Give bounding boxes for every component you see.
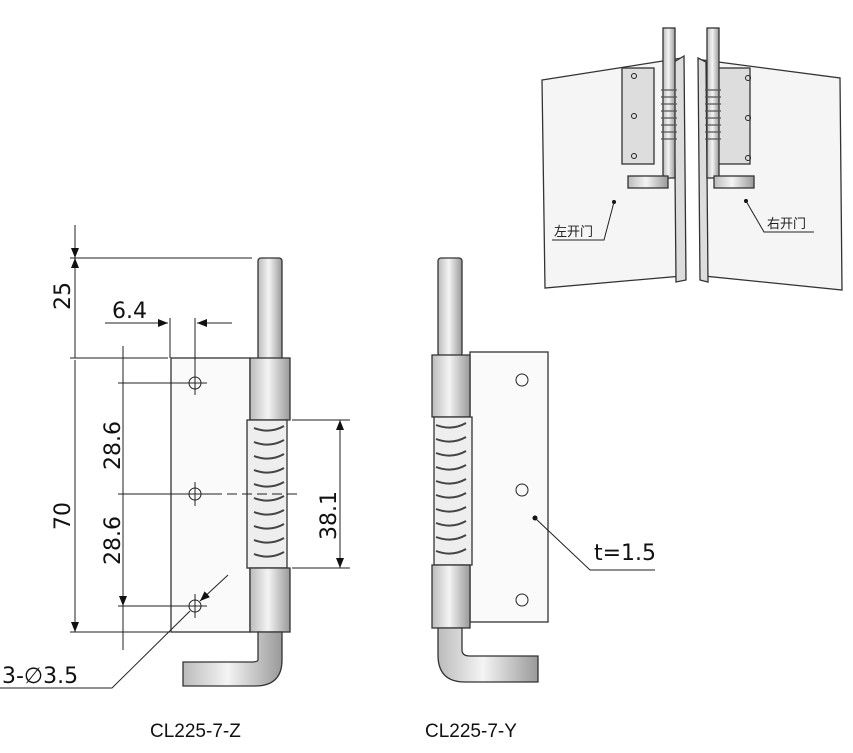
dim-holes: 3-∅3.5	[2, 664, 78, 689]
dim-total-height: 70	[51, 502, 76, 530]
upper-knuckle	[431, 354, 471, 418]
bent-handle	[182, 631, 283, 687]
dimension-lines	[0, 225, 350, 689]
left-door-label: 左开门	[554, 225, 593, 240]
spring-coils	[435, 422, 467, 555]
dim-edge-offset: 6.4	[112, 299, 147, 324]
dim-thickness: t=1.5	[594, 541, 656, 566]
lower-knuckle	[431, 564, 471, 629]
right-hinge-view: t=1.5	[431, 257, 656, 683]
dim-hole-pitch-upper: 28.6	[101, 421, 126, 470]
iso-view: 左开门 右开门	[541, 27, 843, 291]
bent-handle	[437, 627, 539, 683]
dim-hole-pitch-lower: 28.6	[101, 516, 126, 565]
left-hinge-view: 25 6.4 70 28.6 28.6 38.1 3-∅3.5	[0, 225, 350, 689]
hinge-plate	[469, 351, 549, 623]
lower-knuckle	[249, 567, 291, 633]
dim-top-pin: 25	[51, 282, 76, 310]
mounting-holes	[515, 373, 529, 607]
thickness-leader	[534, 517, 655, 571]
upper-knuckle	[249, 357, 291, 421]
spring-coils	[253, 425, 285, 558]
caption-right-model: CL225-7-Y	[425, 721, 517, 742]
hinge-pin	[257, 257, 283, 361]
right-door-label: 右开门	[767, 217, 806, 232]
dim-spring-length: 38.1	[317, 491, 342, 540]
hinge-plate	[170, 357, 251, 633]
left-door-panel	[541, 57, 683, 289]
caption-left-model: CL225-7-Z	[150, 721, 241, 742]
hinge-pin	[437, 257, 463, 357]
